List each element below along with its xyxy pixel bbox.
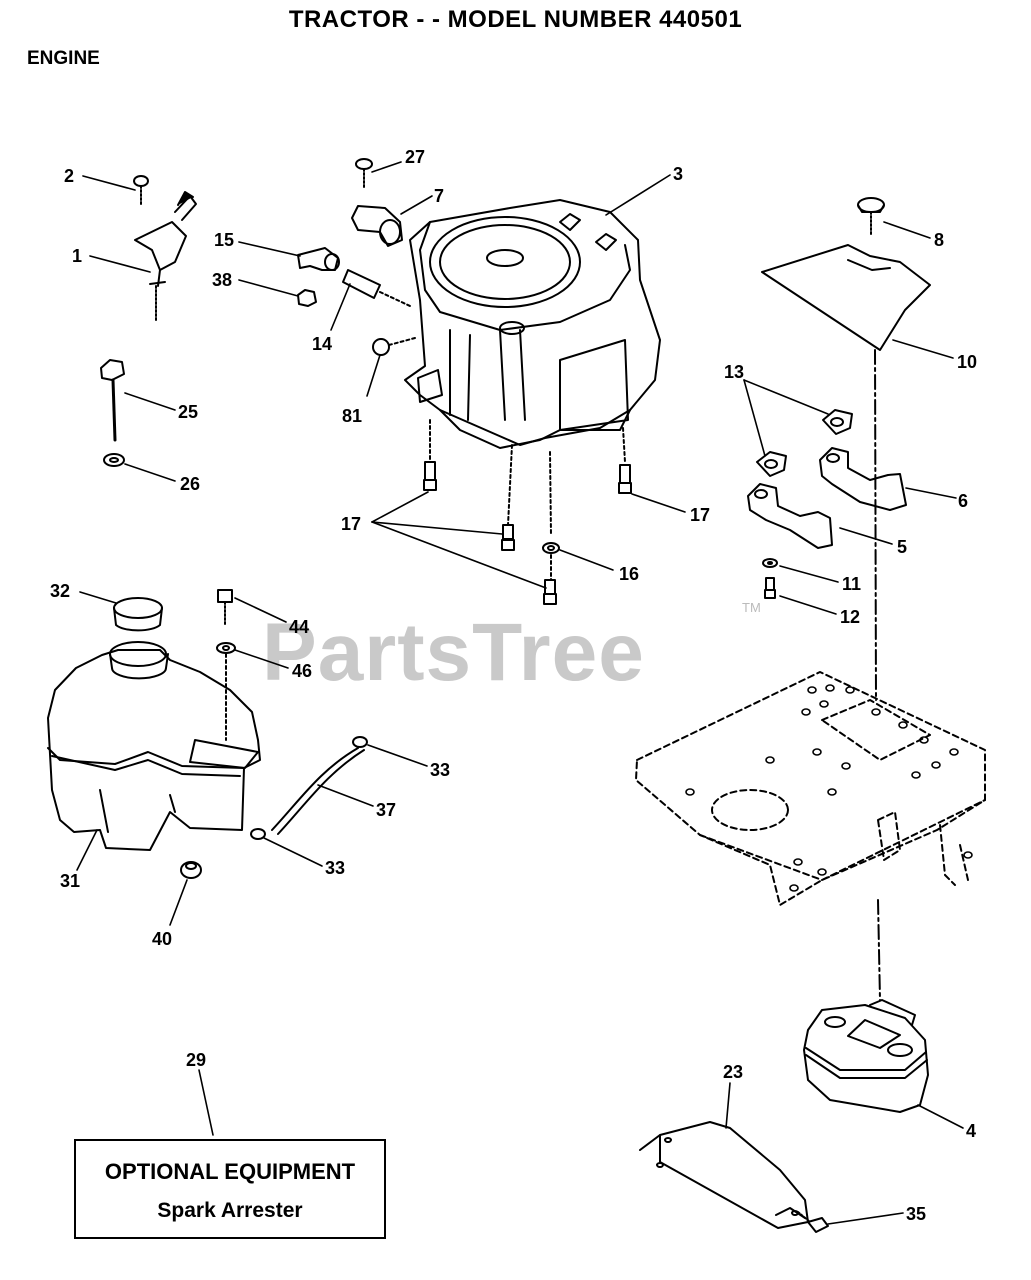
callout-26: 26: [180, 474, 200, 494]
part-2-screw: [133, 175, 149, 207]
optional-equipment-box: OPTIONAL EQUIPMENT Spark Arrester: [74, 1139, 386, 1239]
callout-32: 32: [50, 581, 70, 601]
callout-16: 16: [619, 564, 639, 584]
part-27-screw: [355, 158, 373, 189]
part-32-fuel-cap: [113, 597, 163, 632]
callout-17-left: 17: [341, 514, 361, 534]
part-40-grommet: [180, 861, 202, 879]
callout-3: 3: [673, 164, 683, 184]
part-33-hose-clamp-top: [352, 736, 368, 748]
callout-7: 7: [434, 186, 444, 206]
tractor-frame: [635, 671, 986, 906]
part-10-plate: [761, 244, 931, 701]
part-14-tube: [342, 269, 411, 307]
part-81-plug: [372, 337, 416, 356]
callout-38: 38: [212, 270, 232, 290]
part-16-washer: [542, 542, 560, 581]
optional-equipment-heading: OPTIONAL EQUIPMENT: [104, 1159, 356, 1184]
callout-11: 11: [842, 574, 861, 594]
callout-14: 14: [312, 334, 332, 354]
part-26-washer: [103, 453, 125, 467]
part-33-hose-clamp-bottom: [250, 828, 266, 840]
callout-8: 8: [934, 230, 944, 250]
part-31-fuel-tank: [47, 641, 261, 851]
callout-40: 40: [152, 929, 172, 949]
callout-44: 44: [289, 617, 309, 637]
callout-31: 31: [60, 871, 80, 891]
part-25-dipstick: [100, 359, 125, 442]
callout-17-right: 17: [690, 505, 710, 525]
callout-25: 25: [178, 402, 198, 422]
callout-37: 37: [376, 800, 396, 820]
part-12-bolt: [764, 577, 776, 599]
callout-5: 5: [897, 537, 907, 557]
callout-81: 81: [342, 406, 362, 426]
part-3-engine: [404, 199, 661, 536]
callout-13: 13: [724, 362, 744, 382]
callout-6: 6: [958, 491, 968, 511]
callout-33-bottom: 33: [325, 858, 345, 878]
optional-equipment-item: Spark Arrester: [157, 1199, 303, 1222]
callout-4: 4: [966, 1121, 976, 1141]
watermark-trademark: TM: [742, 600, 761, 615]
part-35-bolt: [797, 1211, 829, 1233]
callout-12: 12: [840, 607, 860, 627]
section-title: ENGINE: [27, 48, 100, 69]
callout-33-top: 33: [430, 760, 450, 780]
page-title: TRACTOR - - MODEL NUMBER 440501: [288, 6, 743, 33]
part-23-heat-shield: [639, 1121, 809, 1229]
part-46-washer: [216, 642, 236, 741]
part-38-nut: [297, 289, 317, 307]
callout-15: 15: [214, 230, 234, 250]
callout-2: 2: [64, 166, 74, 186]
callout-labels: 2 1 15 38 14 81 27 7 3 8 10 13 6 5 11 12…: [50, 147, 977, 1224]
leader-lines: [76, 161, 964, 1225]
watermark-text: PartsTree: [262, 607, 645, 698]
part-8-knob: [857, 197, 885, 236]
part-7-clamp: [351, 205, 403, 247]
frame-holes: [685, 684, 973, 892]
part-1-throttle-control: [134, 191, 197, 323]
callout-35: 35: [906, 1204, 926, 1224]
callout-10: 10: [957, 352, 977, 372]
callout-46: 46: [292, 661, 312, 681]
part-5-exhaust-pipe: [747, 483, 833, 549]
callout-23: 23: [723, 1062, 743, 1082]
part-4-muffler: [803, 999, 929, 1113]
part-15-elbow: [297, 247, 340, 271]
part-11-washer: [762, 558, 778, 568]
part-13-gaskets: [756, 409, 853, 477]
callout-27: 27: [405, 147, 425, 167]
part-6-exhaust-pipe: [819, 447, 907, 511]
part-37-fuel-line: [271, 747, 365, 835]
callout-29: 29: [186, 1050, 206, 1070]
callout-1: 1: [72, 246, 82, 266]
part-17-bolts: [423, 461, 632, 605]
part-44-bolt: [217, 589, 233, 626]
